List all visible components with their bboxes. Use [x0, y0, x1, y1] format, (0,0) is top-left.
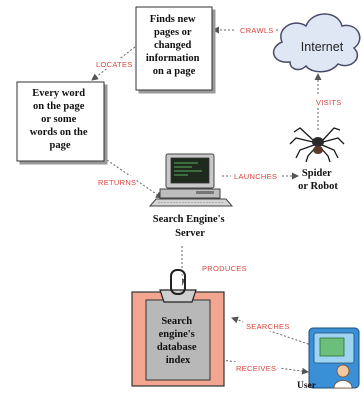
- database-line-4: index: [166, 355, 191, 366]
- every-word-line-3: or some: [41, 114, 76, 125]
- edge-label-produces: PRODUCES: [202, 264, 247, 273]
- every-word-line-5: page: [50, 140, 71, 151]
- finds-line-2: pages or: [154, 27, 192, 38]
- database-line-1: Search: [161, 316, 192, 327]
- edge-label-crawls: CRAWLS: [240, 26, 274, 35]
- user-icon: [308, 327, 360, 389]
- finds-line-1: Finds new: [150, 14, 196, 25]
- spider-label: Spider or Robot: [298, 168, 338, 192]
- every-word-text: Every word on the page or some words on …: [30, 88, 90, 151]
- database-line-3: database: [157, 342, 197, 353]
- finds-line-3: changed: [154, 40, 192, 51]
- server-label: Search Engine's Server: [153, 214, 227, 239]
- server-label-line-1: Search Engine's: [153, 214, 225, 225]
- receives-arrow: [221, 359, 309, 375]
- internet-label: Internet: [301, 40, 344, 54]
- every-word-line-4: words on the: [30, 127, 88, 138]
- edge-label-locates: LOCATES: [96, 60, 133, 69]
- edge-label-searches: SEARCHES: [246, 322, 290, 331]
- spider-label-line-1: Spider: [302, 168, 332, 179]
- database-clipboard-icon: [131, 269, 225, 387]
- internet-cloud-icon: Internet: [272, 13, 361, 73]
- spider-label-line-2: or Robot: [298, 181, 338, 192]
- database-line-2: engine's: [159, 329, 195, 340]
- every-word-line-2: on the page: [33, 101, 85, 112]
- server-label-line-2: Server: [175, 228, 205, 239]
- finds-line-5: on a page: [153, 66, 196, 77]
- edge-label-receives: RECEIVES: [236, 364, 276, 373]
- server-computer-icon: [148, 153, 234, 207]
- finds-new-pages-box: Finds new pages or changed information o…: [135, 6, 213, 91]
- every-word-box: Every word on the page or some words on …: [16, 81, 105, 162]
- locates-arrow: [91, 46, 136, 81]
- database-label: Search engine's database index: [157, 316, 199, 366]
- user-label: User: [297, 381, 317, 391]
- edge-label-launches: LAUNCHES: [234, 172, 277, 181]
- edge-label-returns: RETURNS: [98, 178, 136, 187]
- edge-label-visits: VISITS: [316, 98, 342, 107]
- spider-icon: [289, 127, 345, 163]
- edge-labels: CRAWLS LOCATES VISITS RETURNS LAUNCHES P…: [94, 24, 346, 373]
- every-word-line-1: Every word: [32, 88, 85, 99]
- finds-line-4: information: [146, 53, 200, 64]
- finds-new-pages-text: Finds new pages or changed information o…: [146, 14, 202, 77]
